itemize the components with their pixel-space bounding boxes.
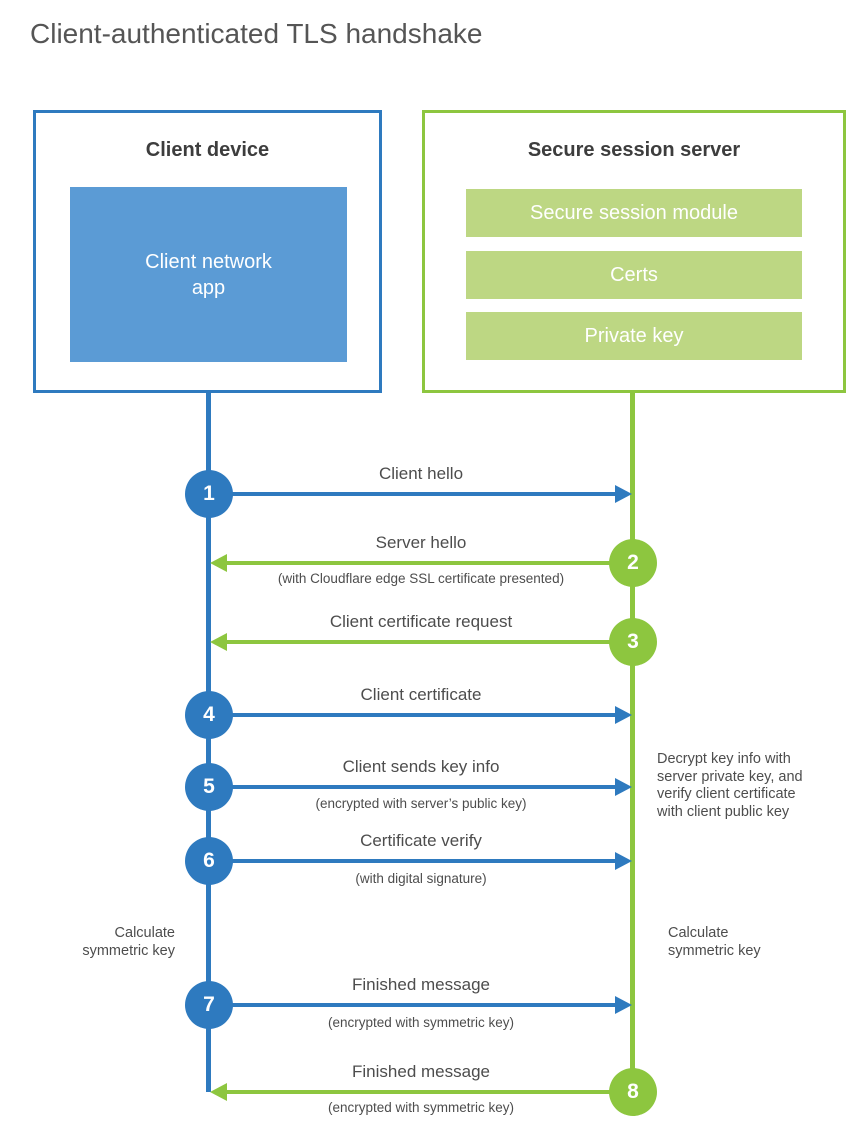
step-8-sublabel: (encrypted with symmetric key) (327, 1100, 515, 1115)
calculate-symmetric-key-note-server: Calculate symmetric key (668, 925, 761, 959)
client-network-app-box: Client network app (70, 187, 347, 362)
private-key-box: Private key (466, 312, 802, 360)
step-3-badge: 3 (609, 618, 657, 666)
page-title: Client-authenticated TLS handshake (30, 18, 483, 49)
certs-box: Certs (466, 251, 802, 299)
step-5-arrow-right (209, 785, 615, 789)
step-1-badge: 1 (185, 470, 233, 518)
step-4-badge: 4 (185, 691, 233, 739)
step-1-label: Client hello (378, 464, 464, 483)
client-network-app-label: Client network app (145, 250, 272, 299)
calculate-symmetric-key-note-client: Calculate symmetric key (82, 925, 175, 959)
step-2-sublabel: (with Cloudflare edge SSL certificate pr… (277, 571, 565, 586)
step-2-arrow-left (227, 561, 633, 565)
step-8-label: Finished message (352, 1062, 490, 1081)
step-6-sublabel: (with digital signature) (355, 871, 487, 886)
step-1-arrow-right (209, 492, 615, 496)
step-4-label: Client certificate (360, 685, 482, 704)
step-5-label: Client sends key info (342, 757, 500, 776)
step-7-sublabel: (encrypted with symmetric key) (327, 1015, 515, 1030)
step-2-badge: 2 (609, 539, 657, 587)
secure-session-module-box: Secure session module (466, 189, 802, 237)
step-7-arrow-right (209, 1003, 615, 1007)
step-6-badge: 6 (185, 837, 233, 885)
step-8-badge: 8 (609, 1068, 657, 1116)
decrypt-key-note: Decrypt key info with server private key… (657, 751, 803, 820)
secure-session-server-heading: Secure session server (527, 139, 741, 161)
step-2-label: Server hello (375, 533, 467, 552)
client-device-heading: Client device (145, 139, 270, 161)
step-7-label: Finished message (352, 975, 490, 994)
client-lifeline (206, 393, 211, 1092)
step-3-arrow-left (227, 640, 633, 644)
step-8-arrow-left (227, 1090, 633, 1094)
step-5-badge: 5 (185, 763, 233, 811)
step-6-label: Certificate verify (360, 831, 482, 850)
step-7-badge: 7 (185, 981, 233, 1029)
server-lifeline (630, 393, 635, 1092)
step-3-label: Client certificate request (329, 612, 513, 631)
step-4-arrow-right (209, 713, 615, 717)
step-5-sublabel: (encrypted with server’s public key) (315, 796, 527, 811)
step-6-arrow-right (209, 859, 615, 863)
